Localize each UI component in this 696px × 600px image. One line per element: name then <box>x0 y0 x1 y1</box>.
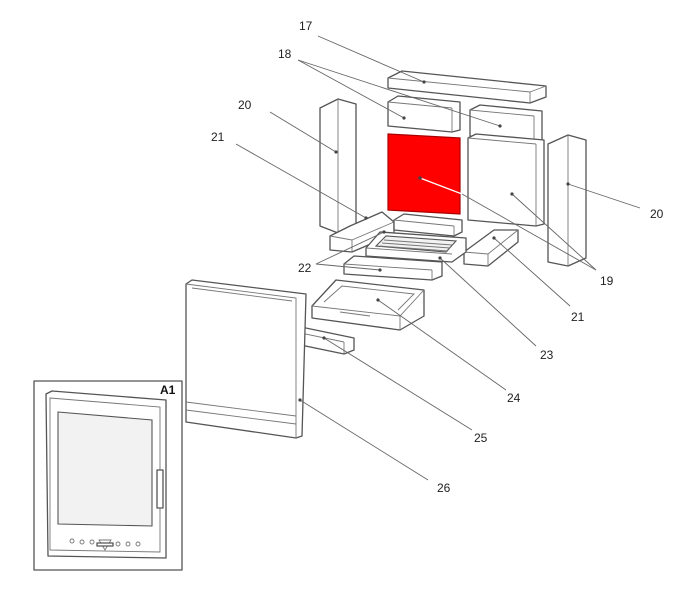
callout-labels: 17 18 19 20 20 21 21 22 23 24 25 26 <box>211 19 664 495</box>
inset-a1: A1 <box>33 380 183 571</box>
part-23-grate[interactable] <box>365 231 467 263</box>
callout-21-right: 21 <box>571 310 585 324</box>
part-26-door-frame[interactable] <box>185 279 307 439</box>
callout-25: 25 <box>474 431 488 445</box>
callout-26: 26 <box>437 481 451 495</box>
part-24-ash-pan[interactable] <box>311 279 425 331</box>
door-a1[interactable] <box>45 390 167 559</box>
part-22-floor-brick-upper[interactable] <box>393 213 463 237</box>
callout-19: 19 <box>600 274 614 288</box>
inset-a1-label: A1 <box>160 383 176 397</box>
part-19-back-brick-right[interactable] <box>467 133 545 227</box>
callout-24: 24 <box>507 391 521 405</box>
callout-20-right: 20 <box>650 207 664 221</box>
callout-18: 18 <box>278 47 292 61</box>
part-22-floor-brick-lower[interactable] <box>343 255 443 281</box>
callout-23: 23 <box>540 348 554 362</box>
leader-dots <box>298 80 570 402</box>
callout-21-left: 21 <box>211 130 225 144</box>
part-21-right-floor-brick[interactable] <box>463 229 519 267</box>
part-18-upper-brick-right[interactable] <box>469 104 543 143</box>
part-17-top-baffle[interactable] <box>387 70 547 104</box>
leader-lines <box>235 35 641 481</box>
callout-17: 17 <box>299 19 313 33</box>
callout-20-left: 20 <box>238 98 252 112</box>
part-20-left-side-panel[interactable] <box>319 98 357 234</box>
callout-22: 22 <box>298 261 312 275</box>
part-21-left-floor-brick[interactable] <box>329 211 395 253</box>
part-19-back-brick-highlighted[interactable] <box>387 133 461 215</box>
